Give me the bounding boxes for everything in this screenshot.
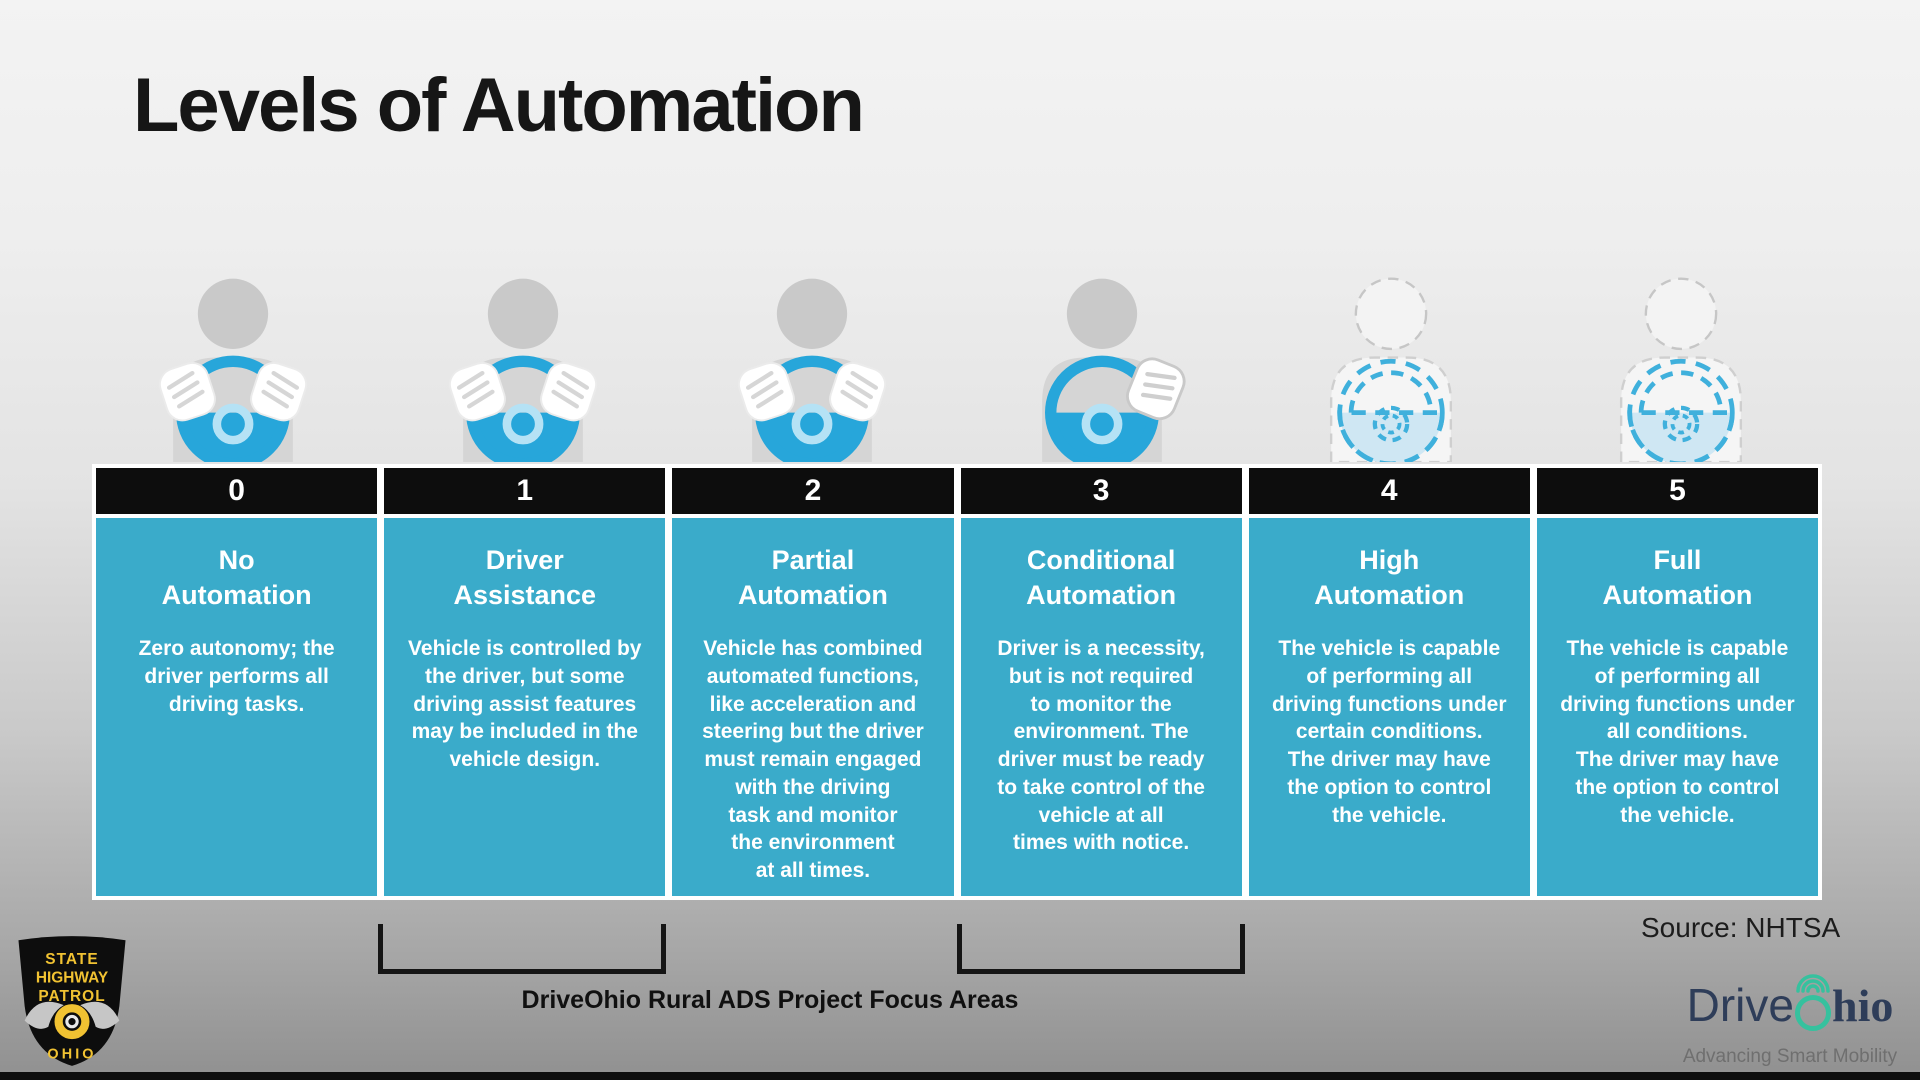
level-body: Partial Automation Vehicle has combined … <box>672 518 954 896</box>
bracket-under-level-3 <box>957 924 1245 974</box>
level-body: Driver Assistance Vehicle is controlled … <box>384 518 666 896</box>
level-title: High Automation <box>1314 545 1465 611</box>
level-column-2: 2 Partial Automation Vehicle has combine… <box>672 468 954 896</box>
autonomous-wheel-dashed-icon <box>1298 272 1484 462</box>
badge-shield <box>18 936 126 1066</box>
icon-cell-level-0 <box>92 270 375 462</box>
state-highway-patrol-badge: STATE HIGHWAY PATROL OHIO <box>18 936 126 1066</box>
winged-wheel-icon <box>24 1001 120 1040</box>
level-description: The vehicle is capable of performing all… <box>1560 637 1795 827</box>
level-body: High Automation The vehicle is capable o… <box>1248 518 1530 896</box>
driveohio-o-mark <box>1794 974 1831 1031</box>
driveohio-tagline: Advancing Smart Mobility <box>1682 1046 1898 1067</box>
level-description: Vehicle is controlled by the driver, but… <box>408 637 642 772</box>
level-number: 5 <box>1536 468 1819 514</box>
badge-line1: STATE <box>45 951 98 968</box>
level-number: 0 <box>96 468 378 514</box>
level-body: No Automation Zero autonomy; the driver … <box>96 518 378 896</box>
bottom-black-strip <box>0 1072 1920 1080</box>
source-note: Source: NHTSA <box>1641 912 1841 943</box>
autonomous-wheel-dashed-icon <box>1588 272 1774 462</box>
level-title: Driver Assistance <box>453 545 597 611</box>
driveohio-hio-text: hio <box>1831 980 1894 1031</box>
page-title: Levels of Automation <box>133 63 865 148</box>
level-description: The vehicle is capable of performing all… <box>1272 637 1507 827</box>
level-description: Driver is a necessity, but is not requir… <box>997 637 1205 855</box>
driver-hands-on-wheel-icon <box>719 272 905 462</box>
level-body: Full Automation The vehicle is capable o… <box>1536 518 1819 896</box>
driver-hand-raised-icon <box>1009 272 1195 462</box>
driveohio-wordmark: Drive hio <box>1668 974 1912 1040</box>
level-body: Conditional Automation Driver is a neces… <box>960 518 1242 896</box>
bracket-under-level-1 <box>378 924 666 974</box>
level-title: No Automation <box>161 545 312 611</box>
driveohio-drive-text: Drive <box>1686 979 1794 1031</box>
level-number: 3 <box>960 468 1242 514</box>
icon-cell-level-5 <box>1540 270 1823 462</box>
badge-line2: HIGHWAY <box>36 970 109 987</box>
level-title: Conditional Automation <box>1026 545 1177 611</box>
level-number: 4 <box>1248 468 1530 514</box>
driveohio-o-ring <box>1794 995 1831 1031</box>
level-title: Full Automation <box>1602 545 1753 611</box>
icon-cell-level-4 <box>1250 270 1533 462</box>
footer-caption: DriveOhio Rural ADS Project Focus Areas <box>521 986 1019 1014</box>
signal-arcs-icon <box>1796 974 1830 993</box>
badge-bottom: OHIO <box>47 1047 96 1063</box>
level-column-1: 1 Driver Assistance Vehicle is controlle… <box>384 468 666 896</box>
level-column-0: 0 No Automation Zero autonomy; the drive… <box>96 468 378 896</box>
icon-cell-level-1 <box>382 270 665 462</box>
driver-hands-on-wheel-icon <box>430 272 616 462</box>
driveohio-logo: Drive hio Advancing Smart Mobility <box>1668 948 1912 1068</box>
level-column-3: 3 Conditional Automation Driver is a nec… <box>960 468 1242 896</box>
driver-hands-on-wheel-icon <box>140 272 326 462</box>
level-column-5: 5 Full Automation The vehicle is capable… <box>1536 468 1819 896</box>
driver-icons-row <box>92 270 1822 462</box>
level-number: 2 <box>672 468 954 514</box>
level-description: Zero autonomy; the driver performs all d… <box>138 637 335 716</box>
level-description: Vehicle has combined automated functions… <box>702 637 924 882</box>
level-column-4: 4 High Automation The vehicle is capable… <box>1248 468 1530 896</box>
level-title: Partial Automation <box>737 545 888 611</box>
icon-cell-level-3 <box>961 270 1244 462</box>
icon-cell-level-2 <box>671 270 954 462</box>
levels-table: 0 No Automation Zero autonomy; the drive… <box>92 464 1822 900</box>
level-number: 1 <box>384 468 666 514</box>
badge-line3: PATROL <box>38 988 105 1005</box>
